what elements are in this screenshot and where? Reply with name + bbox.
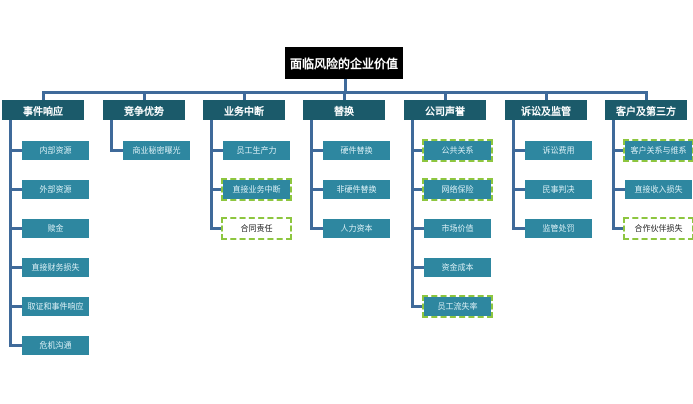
branch-tick [110, 149, 123, 152]
root-node: 面临风险的企业价值 [285, 47, 403, 79]
leaf-node: 员工生产力 [223, 141, 290, 160]
branch-tick [411, 227, 424, 230]
branch-tick [411, 266, 424, 269]
branch-tick [9, 188, 22, 191]
leaf-node: 人力资本 [323, 219, 390, 238]
category-connector [42, 91, 45, 100]
branch-tick [612, 149, 625, 152]
category-node: 替换 [303, 100, 385, 120]
category-node: 竞争优势 [103, 100, 185, 120]
branch-tick [310, 188, 323, 191]
leaf-node: 硬件替换 [323, 141, 390, 160]
leaf-node: 直接收入损失 [625, 180, 692, 199]
branch-tick [210, 227, 223, 230]
branch-tick [612, 227, 625, 230]
category-connector [143, 91, 146, 100]
leaf-node: 赎金 [22, 219, 89, 238]
category-node: 诉讼及监管 [505, 100, 587, 120]
leaf-node: 直接财务损失 [22, 258, 89, 277]
branch-tick [310, 227, 323, 230]
leaf-node: 市场价值 [424, 219, 491, 238]
category-connector [343, 91, 346, 100]
branch-tick [9, 227, 22, 230]
branch-spine [310, 120, 313, 230]
branch-spine [411, 120, 414, 308]
branch-spine [210, 120, 213, 230]
branch-tick [512, 149, 525, 152]
leaf-node: 商业秘密曝光 [123, 141, 190, 160]
branch-tick [512, 227, 525, 230]
branch-spine [612, 120, 615, 230]
leaf-node: 诉讼费用 [525, 141, 592, 160]
branch-tick [411, 149, 424, 152]
branch-tick [9, 149, 22, 152]
category-node: 公司声誉 [404, 100, 486, 120]
branch-spine [512, 120, 515, 230]
branch-tick [9, 344, 22, 347]
leaf-node: 内部资源 [22, 141, 89, 160]
branch-spine [110, 120, 113, 152]
category-connector [545, 91, 548, 100]
branch-tick [411, 305, 424, 308]
leaf-node: 客户关系与维系 [623, 139, 693, 162]
branch-tick [612, 188, 625, 191]
root-connector [344, 79, 347, 93]
leaf-node: 公共关系 [422, 139, 493, 162]
category-node: 客户及第三方 [605, 100, 687, 120]
category-node: 事件响应 [2, 100, 84, 120]
leaf-node: 外部资源 [22, 180, 89, 199]
branch-tick [512, 188, 525, 191]
category-connector [444, 91, 447, 100]
branch-tick [210, 188, 223, 191]
branch-tick [411, 188, 424, 191]
leaf-node: 资金成本 [424, 258, 491, 277]
branch-tick [9, 266, 22, 269]
branch-tick [9, 305, 22, 308]
leaf-node: 员工流失率 [422, 295, 493, 318]
leaf-node: 直接业务中断 [221, 178, 292, 201]
leaf-node: 民事判决 [525, 180, 592, 199]
leaf-node: 危机沟通 [22, 336, 89, 355]
category-connector [243, 91, 246, 100]
leaf-node: 网络保险 [422, 178, 493, 201]
category-connector [645, 91, 648, 100]
branch-spine [9, 120, 12, 347]
branch-tick [210, 149, 223, 152]
leaf-node: 合同责任 [221, 217, 292, 240]
leaf-node: 监管处罚 [525, 219, 592, 238]
leaf-node: 非硬件替换 [323, 180, 390, 199]
category-node: 业务中断 [203, 100, 285, 120]
branch-tick [310, 149, 323, 152]
leaf-node: 取证和事件响应 [22, 297, 89, 316]
leaf-node: 合作伙伴损失 [623, 217, 693, 240]
